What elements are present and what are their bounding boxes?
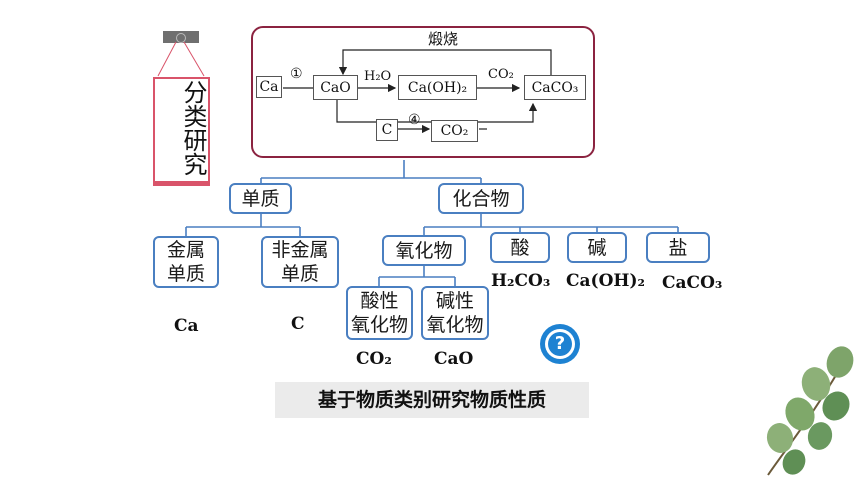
banner-card [153,77,210,186]
node-salt: 盐 [646,232,710,263]
node-acidic-oxide: 酸性 氧化物 [346,286,413,340]
example-ca: Ca [174,316,199,336]
node-basic-oxide: 碱性 氧化物 [421,286,489,340]
question-mark: ? [554,333,566,354]
example-h2co3: H₂CO₃ [491,271,551,291]
example-cao: CaO [434,349,474,369]
node-compound: 化合物 [438,183,524,214]
box-caco3: CaCO₃ [524,75,586,100]
question-icon[interactable]: ? [540,324,580,364]
box-co2: CO₂ [431,120,478,142]
node-metal-element: 金属 单质 [153,236,219,288]
box-ca: Ca [256,76,282,98]
box-cao: CaO [313,75,358,100]
leaf-decoration [766,346,854,476]
box-caoh2: Ca(OH)₂ [398,75,477,100]
example-co2: CO₂ [356,349,392,369]
node-oxide: 氧化物 [382,235,466,266]
node-acid: 酸 [490,232,550,263]
caption-bar [275,382,589,418]
label-h2o: H₂O [364,69,392,84]
example-c: C [291,314,305,334]
banner-strings [157,41,205,77]
label-step-1: ① [290,66,303,82]
node-nonmetal-element: 非金属 单质 [261,236,339,288]
node-simple-substance: 单质 [229,183,292,214]
banner-hook [176,33,186,43]
example-caoh2: Ca(OH)₂ [566,271,645,291]
node-base: 碱 [567,232,627,263]
label-co2: CO₂ [488,67,514,82]
banner-text: 分类研究 [179,80,207,176]
label-step-4: ④ [408,112,421,128]
label-calcination: 煅烧 [428,30,459,48]
example-caco3: CaCO₃ [662,273,723,293]
box-c: C [376,119,398,141]
caption-text: 基于物质类别研究物质性质 [317,389,546,411]
